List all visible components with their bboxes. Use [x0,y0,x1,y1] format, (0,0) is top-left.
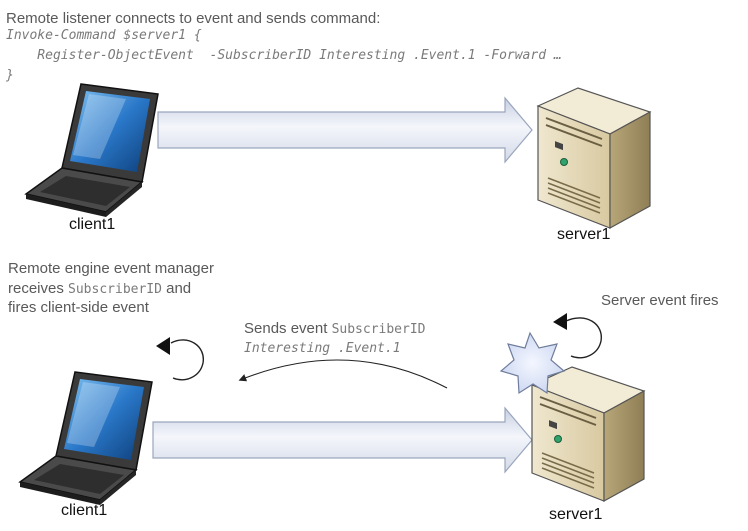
sends-event-line-2: Interesting .Event.1 [244,341,401,356]
server-event-fires-label: Server event fires [601,292,719,309]
engine-subscriber-id: SubscriberID [68,282,162,297]
engine-line-1: Remote engine event manager [8,260,214,277]
star-burst-icon [499,331,566,395]
laptop-icon [18,371,153,505]
laptop-icon [24,83,159,217]
top-connection-arrow [157,96,533,164]
code-line-3: } [6,68,14,83]
server-label-top: server1 [557,226,611,243]
circular-arrow-icon [156,337,204,381]
code-line-2: Register-ObjectEvent -SubscriberID Inter… [6,48,562,63]
engine-line-2-suffix: and [161,280,192,297]
send-event-arrow [238,359,448,389]
engine-line-2: receives SubscriberID and [8,280,191,298]
engine-line-2-prefix: receives [8,280,69,297]
client-label-top: client1 [69,216,116,233]
server-label-bottom: server1 [549,506,603,523]
circular-arrow-icon [553,313,602,359]
server-icon [530,366,646,503]
sends-subscriber-id: SubscriberID [331,322,426,337]
client-label-bottom: client1 [61,502,108,519]
code-line-1: Invoke-Command $server1 { [6,28,202,43]
top-caption: Remote listener connects to event and se… [6,10,381,27]
sends-event-line-1: Sends event SubscriberID [244,320,425,338]
server-icon [536,87,652,230]
bottom-connection-arrow [152,406,533,474]
engine-line-3: fires client-side event [8,299,149,316]
sends-event-prefix: Sends event [244,320,332,337]
